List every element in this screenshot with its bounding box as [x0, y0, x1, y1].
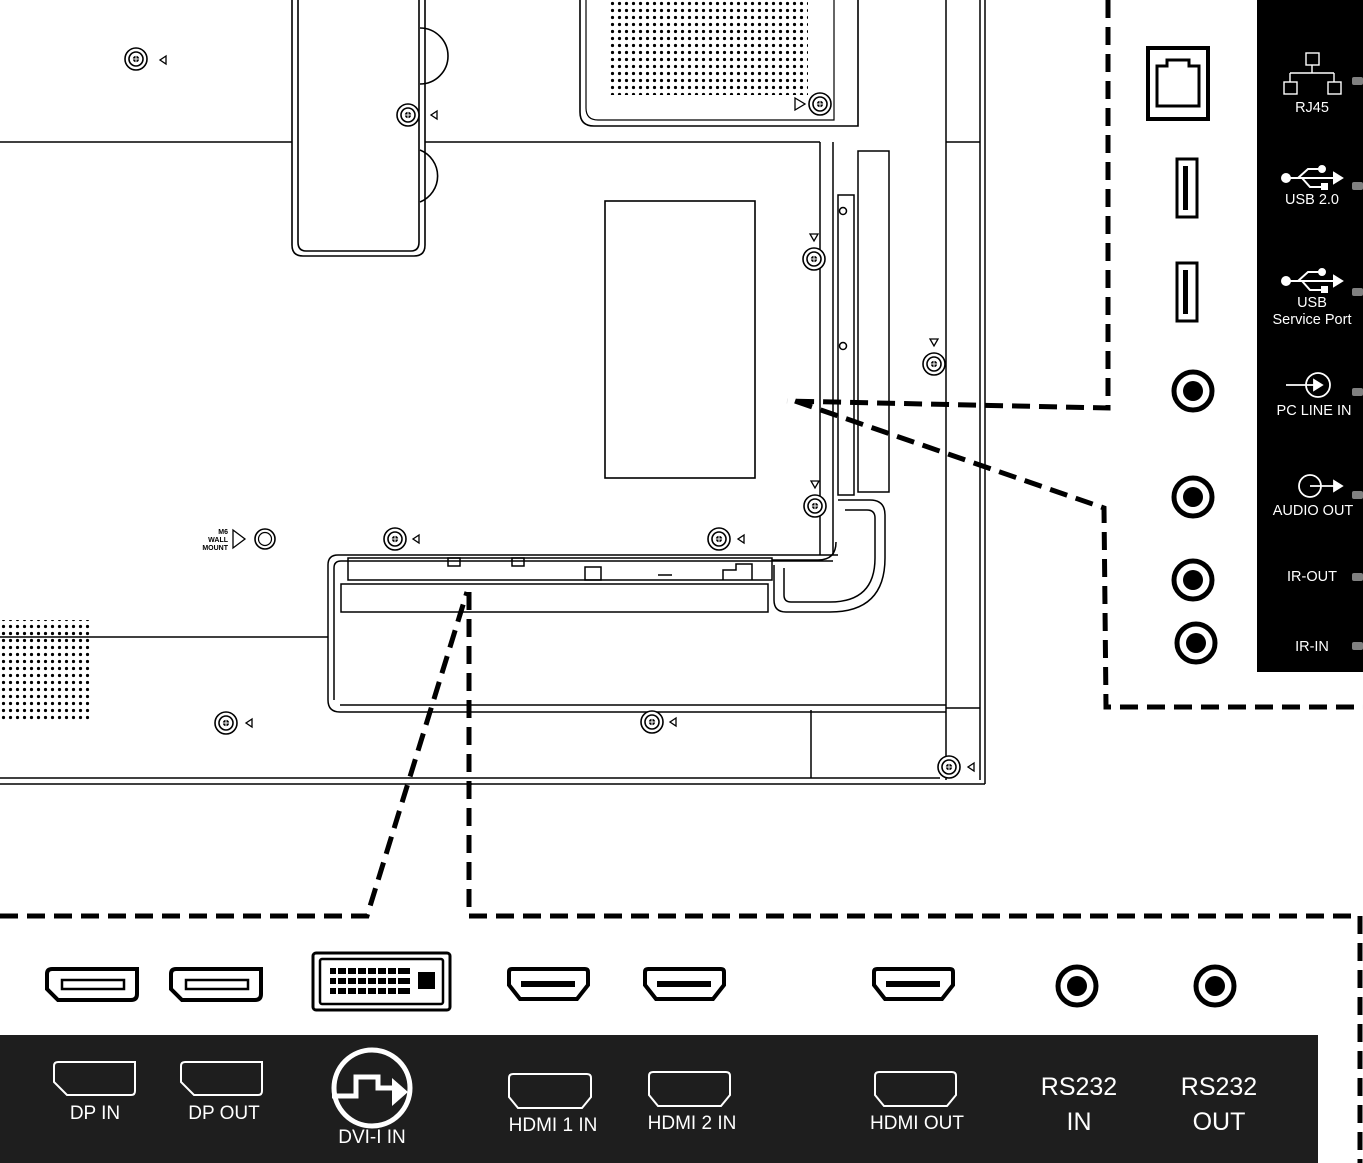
- hdmi1-port: [507, 967, 590, 1001]
- side-label-panel: RJ45 USB 2.0 USB Service Port PC: [1257, 0, 1363, 672]
- hdmi-out-port: [872, 967, 955, 1001]
- usb-service-label-line2: Service Port: [1273, 312, 1352, 328]
- wall-mount-marker: M6 WALL MOUNT: [202, 528, 276, 552]
- bottom-connector-bay: [327, 499, 946, 713]
- usb-service-port: [1175, 261, 1199, 323]
- dvi-in-label: DVI-I IN: [338, 1127, 406, 1148]
- screw-arrows: [158, 54, 975, 773]
- tv-rear-housing: [0, 0, 986, 785]
- svg-text:M6: M6: [218, 529, 228, 536]
- dp-in-label: DP IN: [70, 1103, 120, 1124]
- bottom-left-grille: [0, 620, 90, 720]
- usb-icon: [1281, 165, 1344, 190]
- svg-text:WALL: WALL: [208, 537, 229, 544]
- usb20-label: USB 2.0: [1285, 192, 1339, 208]
- rs232-in-label-line1: RS232: [1041, 1073, 1117, 1101]
- rs232-in-label-line2: IN: [1067, 1108, 1092, 1136]
- usb20-port: [1175, 157, 1199, 219]
- hdmi-out-label: HDMI OUT: [870, 1113, 964, 1134]
- hdmi2-port: [643, 967, 726, 1001]
- dvi-port: [311, 951, 452, 1012]
- usb-service-label-line1: USB: [1297, 295, 1327, 311]
- hdmi1-icon: [508, 1073, 592, 1109]
- rj45-port: [1146, 46, 1210, 121]
- rs232-in-jack: [1058, 967, 1096, 1005]
- rs232-out-label-line2: OUT: [1193, 1108, 1246, 1136]
- dp-out-port: [169, 967, 263, 1002]
- network-icon: [1283, 52, 1342, 95]
- side-ports: [1146, 46, 1215, 662]
- audio-in-icon: [1286, 372, 1331, 398]
- bottom-label-panel: DP IN DP OUT DVI-I IN HDMI 1 IN HDMI 2 I…: [0, 1035, 1318, 1163]
- ir-out-jack: [1174, 561, 1212, 599]
- ir-out-label: IR-OUT: [1287, 569, 1337, 585]
- rs232-out-label-line1: RS232: [1181, 1073, 1257, 1101]
- left-bracket: [291, 0, 449, 257]
- dp-out-icon: [180, 1061, 263, 1096]
- pc-line-in-label: PC LINE IN: [1277, 403, 1352, 419]
- rs232-out-jack: [1196, 967, 1234, 1005]
- svg-text:MOUNT: MOUNT: [202, 545, 228, 552]
- hdmi1-label: HDMI 1 IN: [509, 1115, 598, 1136]
- rj45-label: RJ45: [1295, 100, 1329, 116]
- hdmi2-label: HDMI 2 IN: [648, 1113, 737, 1134]
- side-rails: [819, 142, 890, 555]
- audio-out-label: AUDIO OUT: [1273, 503, 1354, 519]
- label-plate: [604, 200, 756, 479]
- audio-out-icon: [1298, 474, 1344, 498]
- dp-in-icon: [53, 1061, 136, 1096]
- usb-service-icon: [1281, 268, 1344, 293]
- top-grille: [579, 0, 859, 127]
- hdmi-out-icon: [874, 1071, 957, 1107]
- hdmi2-icon: [648, 1071, 731, 1107]
- pc-line-in-jack: [1174, 372, 1212, 410]
- dp-in-port: [45, 967, 139, 1002]
- ir-in-jack: [1177, 624, 1215, 662]
- bottom-ports: [45, 951, 1234, 1012]
- dvi-input-icon: [331, 1047, 413, 1129]
- dp-out-label: DP OUT: [188, 1103, 260, 1124]
- audio-out-jack: [1174, 478, 1212, 516]
- ir-in-label: IR-IN: [1295, 639, 1329, 655]
